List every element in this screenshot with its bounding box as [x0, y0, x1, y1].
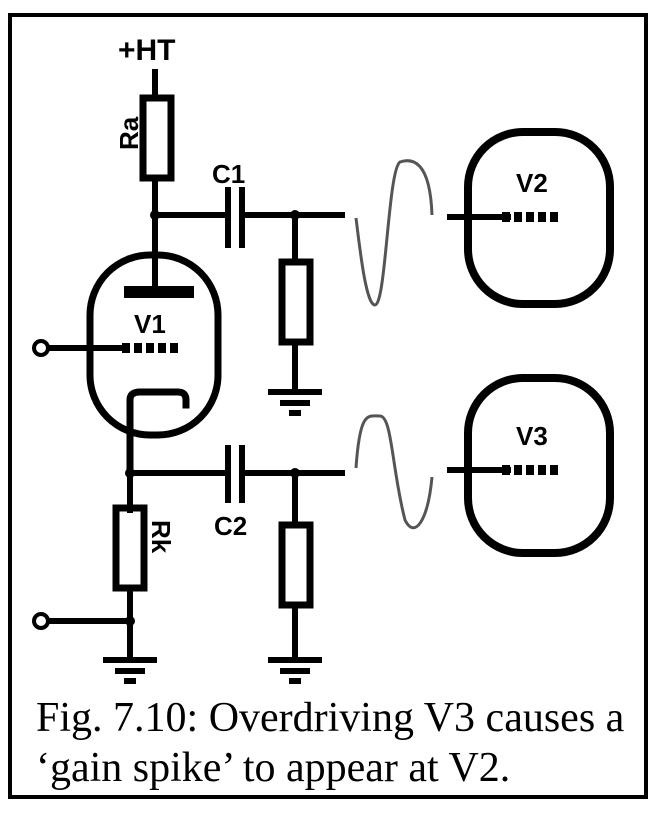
v3-label: V3 [516, 421, 548, 451]
v2-label: V2 [516, 168, 548, 198]
v1-label: V1 [134, 309, 166, 339]
v1-grid [122, 343, 178, 353]
junction-dot [125, 616, 135, 626]
ra-label: Ra [114, 116, 144, 150]
c2-label: C2 [214, 511, 247, 541]
waveform-v3-clipped [354, 414, 434, 530]
resistor-ra [139, 94, 175, 182]
junction-dot [290, 210, 300, 220]
v3-grid [502, 465, 558, 475]
figure-frame [8, 13, 648, 799]
valve-v3-envelope [464, 374, 614, 557]
rk-label: Rk [146, 520, 176, 554]
resistor-rk [112, 504, 148, 592]
resistor-rg1 [278, 258, 314, 346]
v1-cathode [126, 388, 190, 474]
caption-line-1: Fig. 7.10: Overdriving V3 causes a [36, 695, 625, 741]
junction-dot [150, 210, 160, 220]
waveform-v2-spike [354, 159, 434, 307]
supply-label: +HT [118, 34, 176, 67]
figure-caption: Fig. 7.10: Overdriving V3 causes a ‘gain… [36, 693, 646, 793]
c1-label: C1 [212, 159, 245, 189]
junction-dot [125, 468, 135, 478]
v1-grid-terminal-icon [32, 339, 50, 357]
junction-dot [290, 468, 300, 478]
caption-line-2: ‘gain spike’ to appear at V2. [36, 745, 511, 791]
v2-grid [502, 212, 558, 222]
resistor-rg2 [278, 521, 314, 609]
bias-terminal-icon [32, 612, 50, 630]
